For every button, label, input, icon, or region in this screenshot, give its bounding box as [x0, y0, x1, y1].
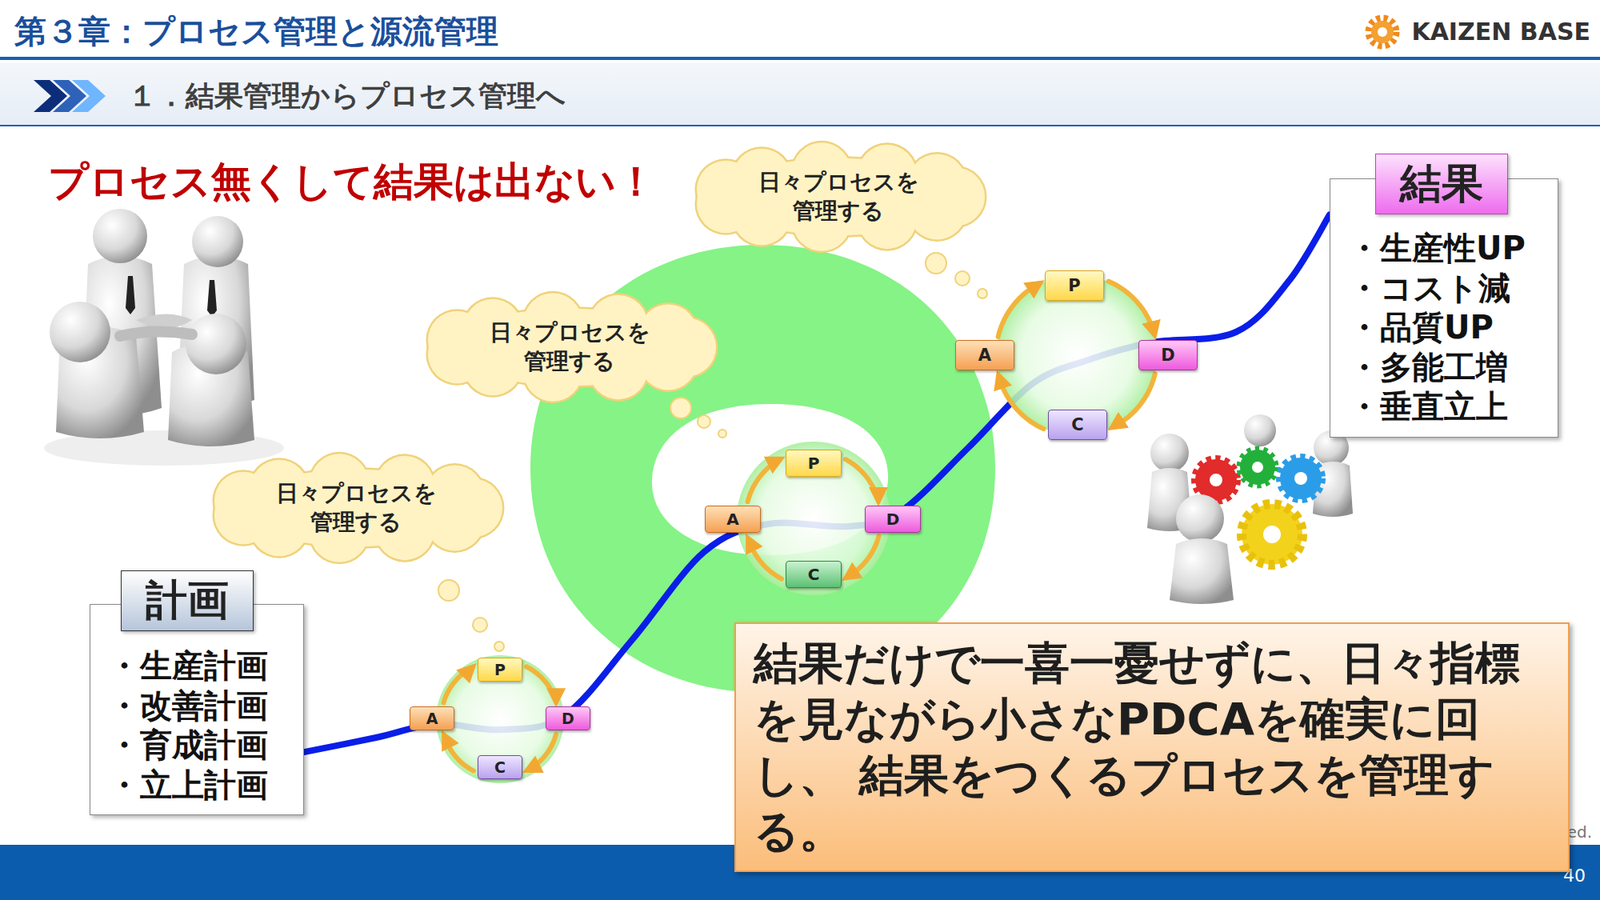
cycle-arrow: [526, 666, 556, 702]
thought-dots: [438, 252, 988, 652]
cycle-arrow: [748, 539, 782, 580]
pdca-letter: C: [1071, 415, 1084, 435]
cycle-arrow: [998, 376, 1044, 429]
list-item: ・改善計画: [108, 686, 292, 727]
pdca-letter: A: [426, 709, 439, 728]
thought-cloud: 日々プロセスを 管理する: [421, 291, 718, 404]
cycle-arrow: [443, 667, 472, 703]
subheader-rule: [0, 124, 1600, 127]
chevron-icon: [33, 80, 106, 112]
pdca-box: D: [1138, 340, 1198, 371]
list-item: ・生産性UP: [1348, 228, 1547, 269]
list-item: ・立上計画: [108, 765, 292, 806]
pdca-box: P: [1044, 270, 1104, 301]
list-item: ・多能工増: [1348, 348, 1547, 388]
pdca-box: C: [1048, 409, 1108, 440]
cloud-shape: [421, 291, 718, 404]
cycle-arrow: [444, 735, 473, 771]
cycle-arrow: [748, 459, 781, 502]
thought-cloud: 日々プロセスを 管理する: [690, 140, 987, 253]
list-heading: 結果: [1375, 153, 1508, 215]
pdca-letter: A: [726, 509, 739, 529]
cycle-arrow: [846, 536, 880, 578]
pdca-box: A: [704, 505, 761, 533]
pdca-box: P: [477, 657, 523, 682]
cloud-bumps: [694, 140, 987, 253]
pdca-box: C: [785, 560, 842, 588]
pdca-box: C: [477, 755, 523, 780]
pdca-letter: D: [886, 509, 900, 529]
cloud-text: 日々プロセスを 管理する: [477, 318, 662, 377]
pdca-letter: A: [978, 345, 992, 365]
pdca-box: D: [864, 505, 921, 533]
cycle-arrow: [998, 283, 1040, 337]
pdca-box: D: [545, 706, 591, 731]
cloud-bumps: [214, 453, 503, 562]
pdca-box: P: [785, 449, 842, 477]
subheader-text: １．結果管理からプロセス管理へ: [128, 76, 566, 116]
cycle-arrow: [845, 459, 879, 501]
pdca-letter: D: [1160, 345, 1175, 365]
list-item: ・育成計画: [108, 725, 292, 766]
people-illustration: [44, 208, 284, 466]
slide-title: 第３章：プロセス管理と源流管理: [14, 9, 499, 54]
cycle-arrow: [1108, 281, 1155, 335]
cloud-bumps: [696, 142, 985, 251]
gears-illustration: [1147, 414, 1353, 604]
thought-cloud: 日々プロセスを 管理する: [208, 452, 504, 564]
cloud-bumps: [428, 292, 716, 401]
title-rule: [0, 56, 1600, 60]
cloud-shape: [690, 140, 987, 253]
slogan-text: プロセス無くして結果は出ない！: [48, 155, 656, 209]
logo-gear: [1368, 18, 1396, 46]
logo-text: KAIZEN BASE: [1411, 17, 1591, 46]
pdca-letter: P: [1068, 276, 1080, 296]
pdca-letter: C: [808, 564, 820, 584]
message-box: 結果だけで一喜一憂せずに、日々指標 を見ながら小さなPDCAを確実に回し、 結果…: [734, 622, 1570, 872]
pdca-box: A: [955, 340, 1015, 371]
pdca-letter: P: [808, 453, 820, 473]
pdca-letter: P: [494, 660, 506, 679]
cycle-arrow: [527, 734, 556, 771]
list-box: 計画・生産計画・改善計画・育成計画・立上計画: [89, 604, 304, 816]
list-item: ・コスト減: [1348, 268, 1547, 309]
cloud-text: 日々プロセスを 管理する: [746, 168, 931, 227]
list-heading: 計画: [120, 570, 254, 632]
cycle-arrow: [1112, 373, 1156, 428]
cloud-text: 日々プロセスを 管理する: [264, 479, 448, 538]
message-text: 結果だけで一喜一憂せずに、日々指標 を見ながら小さなPDCAを確実に回し、 結果…: [753, 635, 1554, 860]
list-box: 結果・生産性UP・コスト減・品質UP・多能工増・垂直立上: [1329, 178, 1559, 438]
list-item: ・生産計画: [108, 646, 292, 687]
pdca-box: A: [409, 706, 455, 731]
pdca-letter: C: [494, 758, 506, 776]
cloud-shape: [208, 452, 504, 564]
cloud-bumps: [425, 291, 718, 404]
cloud-bumps: [212, 452, 504, 564]
pdca-letter: D: [561, 709, 575, 728]
list-item: ・品質UP: [1348, 308, 1547, 348]
list-item: ・垂直立上: [1348, 387, 1547, 428]
